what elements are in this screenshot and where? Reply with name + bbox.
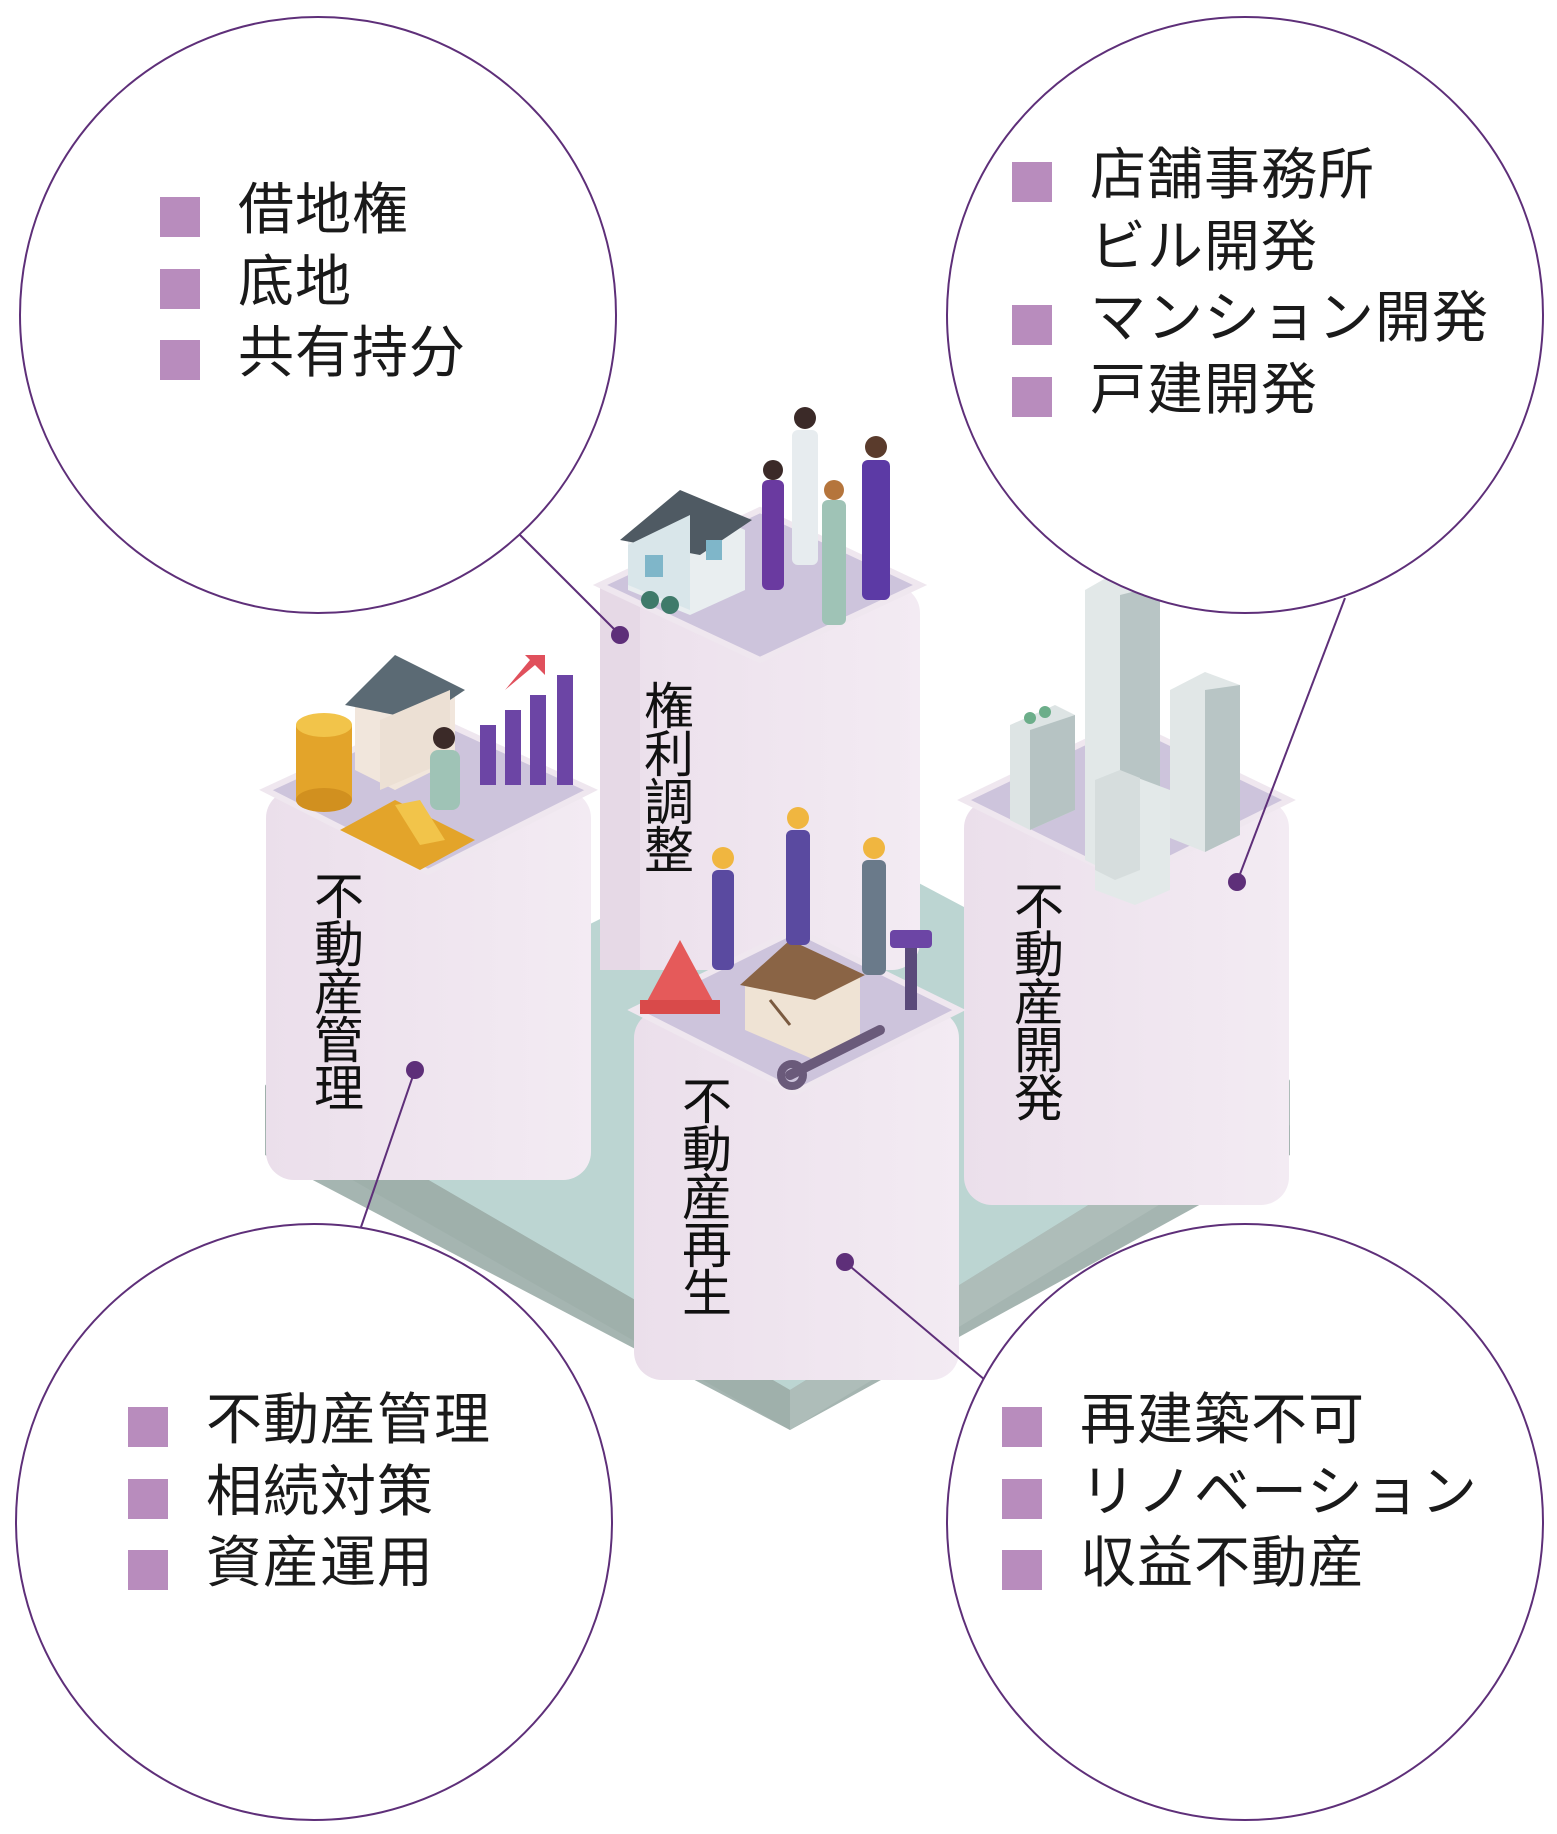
bullet-square-icon [1012,305,1052,346]
list-item-label: 借地権 [238,178,409,243]
block-label-development: 不動産開発 [1006,880,1064,1120]
list-item: 相続対策 [128,1457,491,1529]
block-label-renovation: 不動産再生 [674,1075,732,1315]
list-item: 資産運用 [128,1528,491,1600]
top-right-circle-content: 店舗事務所 ビル開発 マンション開発 戸建開発 [1012,140,1489,427]
bottom-left-circle-content: 不動産管理 相続対策 資産運用 [128,1385,491,1600]
list-item: 共有持分 [160,318,466,390]
bullet-square-icon [1002,1550,1042,1591]
top-right-list: 店舗事務所 ビル開発 マンション開発 戸建開発 [1012,140,1489,427]
house-coins-yen-chart-icon [296,655,573,870]
bullet-square-icon [1002,1478,1042,1519]
list-item-label: 戸建開発 [1090,358,1318,424]
bullet-square-icon [160,197,200,237]
bullet-square-icon [1012,377,1052,418]
connector-lines [359,529,1346,1381]
bullet-square-icon [1002,1407,1042,1447]
list-item: 戸建開発 [1012,355,1489,427]
list-item-label: 再建築不可 [1080,1388,1365,1453]
bottom-left-list: 不動産管理 相続対策 資産運用 [128,1385,491,1600]
list-item-label: 収益不動産 [1080,1531,1365,1597]
list-item: 不動産管理 [128,1385,491,1457]
block-label-rights: 権利調整 [636,680,694,872]
list-item-label: 底地 [238,249,352,315]
list-item: 借地権 [160,175,466,247]
circle-top-left [19,16,617,614]
list-item-label: 資産運用 [206,1531,434,1597]
list-item: リノベーション [1002,1457,1478,1529]
list-item-label: リノベーション [1080,1459,1478,1525]
coin-stack-icon [296,713,352,812]
bullet-square-icon [128,1478,168,1519]
list-item-label: 相続対策 [206,1459,434,1525]
bullet-square-icon [160,268,200,309]
list-item-label: 共有持分 [238,321,466,387]
house-and-business-people-icon [620,407,890,625]
list-item-label: 店舗事務所 ビル開発 [1090,143,1375,280]
list-item-label: マンション開発 [1090,286,1489,352]
list-item: 底地 [160,247,466,319]
circle-bottom-right [946,1223,1544,1821]
circle-bottom-left [15,1223,613,1821]
list-item: 収益不動産 [1002,1528,1478,1600]
list-item: 店舗事務所 ビル開発 [1012,140,1489,283]
workers-broken-house-icon [640,807,932,1090]
bullet-square-icon [128,1550,168,1591]
bullet-square-icon [128,1407,168,1447]
list-item-label: 不動産管理 [206,1388,491,1453]
bullet-square-icon [160,340,200,381]
bottom-right-list: 再建築不可 リノベーション 収益不動産 [1002,1385,1478,1600]
top-left-circle-content: 借地権 底地 共有持分 [160,175,466,390]
office-buildings-icon [1010,570,1240,905]
bullet-square-icon [1012,162,1052,202]
list-item: マンション開発 [1012,283,1489,355]
top-left-list: 借地権 底地 共有持分 [160,175,466,390]
bottom-right-circle-content: 再建築不可 リノベーション 収益不動産 [1002,1385,1478,1600]
block-label-management: 不動産管理 [306,870,364,1110]
list-item: 再建築不可 [1002,1385,1478,1457]
circle-top-right [946,16,1544,614]
